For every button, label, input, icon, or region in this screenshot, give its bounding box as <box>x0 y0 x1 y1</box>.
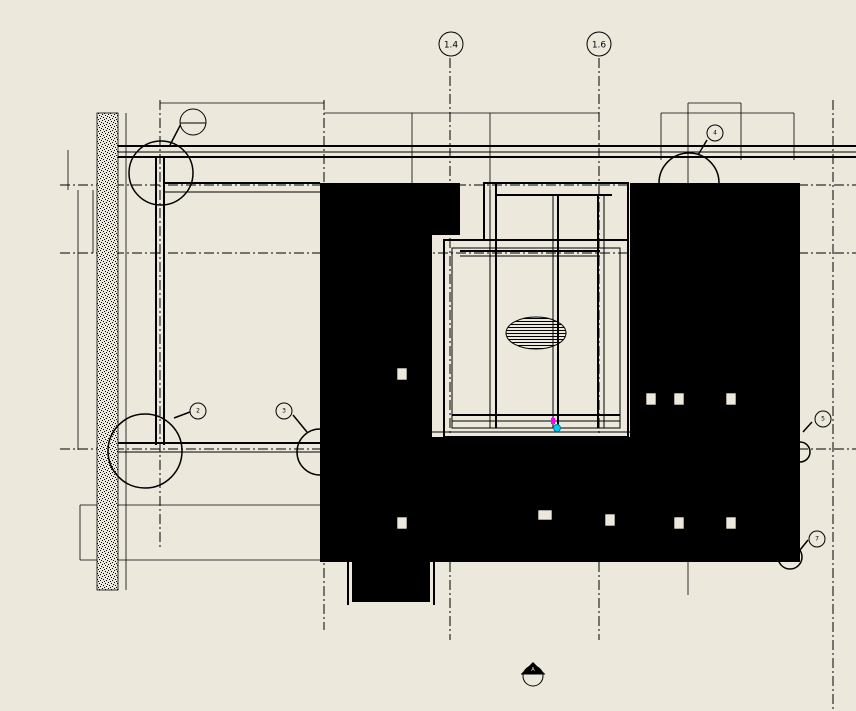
grid-bubble-1-4[interactable]: 1.4 <box>438 31 464 57</box>
callout-7[interactable]: 7 <box>808 530 826 548</box>
callout-label: 7 <box>815 536 819 543</box>
grid-label: 1.6 <box>592 41 607 51</box>
detail-circles <box>107 140 811 570</box>
top-beam <box>118 145 856 453</box>
ramp-rails <box>347 562 435 605</box>
callout-label: 3 <box>282 408 286 415</box>
section-letter: A <box>531 667 535 673</box>
inner-room-frame <box>432 182 630 438</box>
snap-marker <box>551 418 561 432</box>
callout-5[interactable]: 5 <box>814 410 832 428</box>
detail-reference-bubble[interactable] <box>179 108 207 136</box>
element-tags <box>396 367 737 530</box>
callout-2[interactable]: 2 <box>189 402 207 420</box>
exterior-wall <box>96 112 119 591</box>
grid-bubble-1-6[interactable]: 1.6 <box>586 31 612 57</box>
callout-3[interactable]: 3 <box>275 402 293 420</box>
grid-label: 1.4 <box>444 41 459 51</box>
callout-label: 5 <box>821 416 825 423</box>
solid-fill-region <box>320 183 800 562</box>
entry-ramp <box>352 562 430 602</box>
hatched-opening <box>505 316 567 350</box>
section-marker[interactable]: A <box>521 662 545 687</box>
callout-4[interactable]: 4 <box>706 124 724 142</box>
callout-leaders <box>169 119 813 551</box>
callout-label: 2 <box>196 408 200 415</box>
callout-label: 4 <box>713 130 717 137</box>
